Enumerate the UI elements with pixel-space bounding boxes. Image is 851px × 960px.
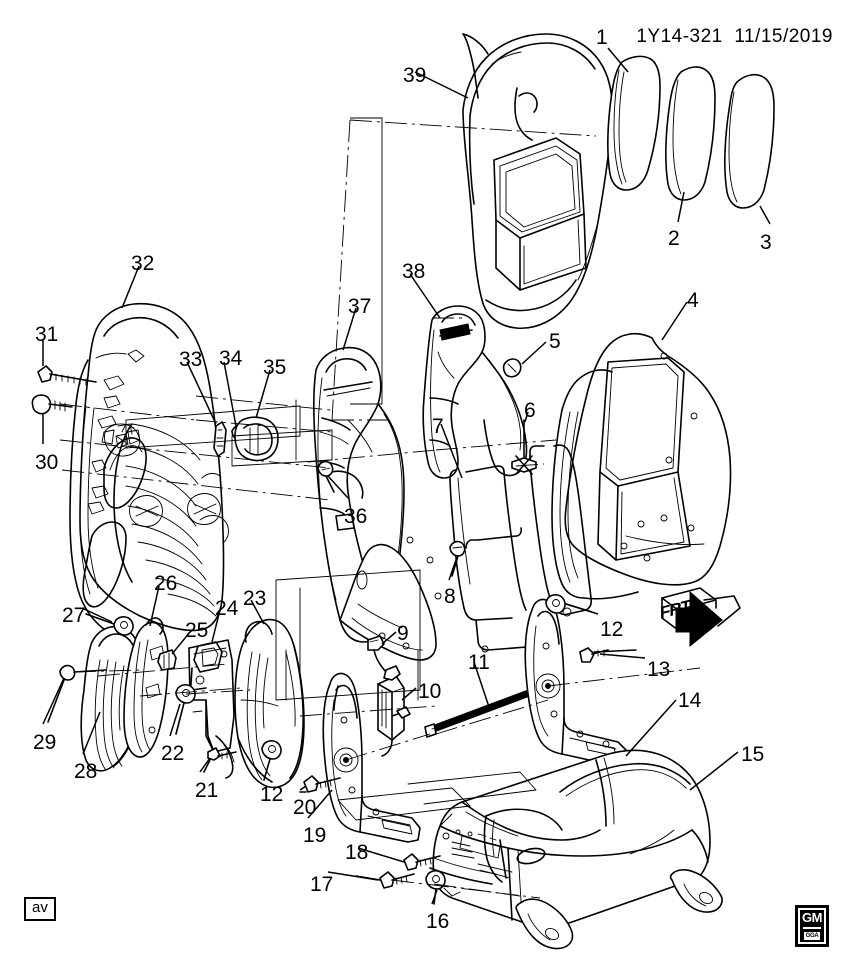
part-36-screw: [317, 460, 335, 493]
gm-logo-subtext: GGA: [803, 932, 821, 940]
construction-lines: [59, 117, 701, 899]
callout-14[interactable]: 14: [678, 689, 702, 712]
part-39-seat-back-cover: [462, 33, 613, 330]
part-17-bolt-short: [355, 871, 415, 889]
part-18-bolt-long: [403, 853, 441, 871]
callout-1[interactable]: 1: [596, 26, 608, 49]
part-31-screw: [37, 365, 97, 386]
gm-logo: GM GGA: [795, 905, 829, 947]
callout-26[interactable]: 26: [154, 572, 178, 595]
part-33-clip: [213, 421, 227, 457]
callout-12-left[interactable]: 12: [260, 783, 284, 806]
callout-17[interactable]: 17: [310, 873, 334, 896]
callout-21[interactable]: 21: [195, 779, 219, 802]
part-32-seat-back-trim-panel: [69, 302, 229, 633]
callout-25[interactable]: 25: [185, 619, 209, 642]
callout-32[interactable]: 32: [131, 252, 155, 275]
callout-4[interactable]: 4: [687, 289, 699, 312]
callout-18[interactable]: 18: [345, 841, 369, 864]
part-38-guide-bezel: [422, 305, 528, 479]
callout-37[interactable]: 37: [348, 295, 372, 318]
part-7-suspension-wire-frame: [449, 444, 593, 653]
callout-35[interactable]: 35: [263, 356, 287, 379]
callout-3[interactable]: 3: [760, 231, 772, 254]
callout-7[interactable]: 7: [432, 415, 444, 438]
part-21-screw: [203, 747, 237, 773]
callout-20[interactable]: 20: [293, 796, 317, 819]
part-12-nut-left: [261, 740, 282, 781]
front-arrow-icon: [661, 587, 741, 648]
part-22-nut: [175, 684, 196, 735]
part-26-trim-clip-strip: [123, 617, 169, 758]
callout-38[interactable]: 38: [402, 260, 426, 283]
callout-31[interactable]: 31: [35, 323, 59, 346]
part-15-seat-cushion: [429, 749, 723, 950]
gm-logo-inner: GM GGA: [798, 908, 826, 944]
part-19-frame-rail-left: [322, 672, 421, 843]
part-10-recliner-motor: [377, 675, 411, 757]
callout-19[interactable]: 19: [303, 824, 327, 847]
front-orientation-marker: FRT: [655, 588, 739, 644]
callout-30[interactable]: 30: [35, 451, 59, 474]
callout-34[interactable]: 34: [219, 347, 243, 370]
callout-24[interactable]: 24: [215, 597, 239, 620]
part-24-recliner-bracket: [188, 639, 235, 779]
leader-lines: [42, 47, 771, 905]
callout-8[interactable]: 8: [444, 585, 456, 608]
part-8-screw: [449, 540, 466, 577]
part-3-bolster-pad-lower: [724, 73, 775, 209]
sheet-code-box: av: [24, 897, 56, 921]
part-29-screw: [47, 664, 107, 723]
callout-13[interactable]: 13: [647, 658, 671, 681]
callout-39[interactable]: 39: [403, 64, 427, 87]
part-25-bushing: [157, 649, 177, 671]
part-13-bolt: [579, 647, 637, 663]
callout-27[interactable]: 27: [62, 604, 86, 627]
part-20-bolt: [299, 775, 341, 793]
callout-9[interactable]: 9: [397, 622, 409, 645]
part-5-retainer-clip: [502, 358, 522, 378]
gm-logo-bar: [803, 927, 821, 929]
part-23-seat-back-side-trim: [234, 618, 305, 789]
callout-33[interactable]: 33: [179, 348, 203, 371]
part-16-nut: [425, 870, 446, 905]
gm-logo-wordmark: GM: [802, 910, 822, 925]
part-37-seat-back-frame: [313, 346, 442, 661]
part-1-bolster-pad-upper: [607, 55, 661, 191]
part-9-wiring-harness: [367, 635, 401, 681]
part-4-seat-back-cover-panel: [551, 332, 732, 600]
callout-29[interactable]: 29: [33, 731, 57, 754]
drawing-date-value: 11/15/2019: [734, 26, 833, 47]
callout-28[interactable]: 28: [74, 760, 98, 783]
callout-6[interactable]: 6: [524, 399, 536, 422]
callout-36[interactable]: 36: [344, 505, 368, 528]
callout-15[interactable]: 15: [741, 743, 765, 766]
part-30-screw: [31, 394, 73, 415]
callout-16[interactable]: 16: [426, 910, 450, 933]
callout-22[interactable]: 22: [161, 742, 185, 765]
callout-2[interactable]: 2: [668, 227, 680, 250]
callout-11[interactable]: 11: [468, 651, 490, 674]
callout-10[interactable]: 10: [418, 680, 442, 703]
part-2-bolster-pad-mid: [665, 66, 716, 201]
drawing-number-value: 1Y14-321: [636, 26, 723, 47]
callout-12-right[interactable]: 12: [600, 618, 624, 641]
part-27-nut: [85, 613, 134, 636]
callout-23[interactable]: 23: [243, 587, 267, 610]
drawing-number-header: 1Y14-321 11/15/2019: [636, 26, 833, 48]
frt-label: FRT: [660, 596, 691, 623]
callout-5[interactable]: 5: [549, 330, 561, 353]
